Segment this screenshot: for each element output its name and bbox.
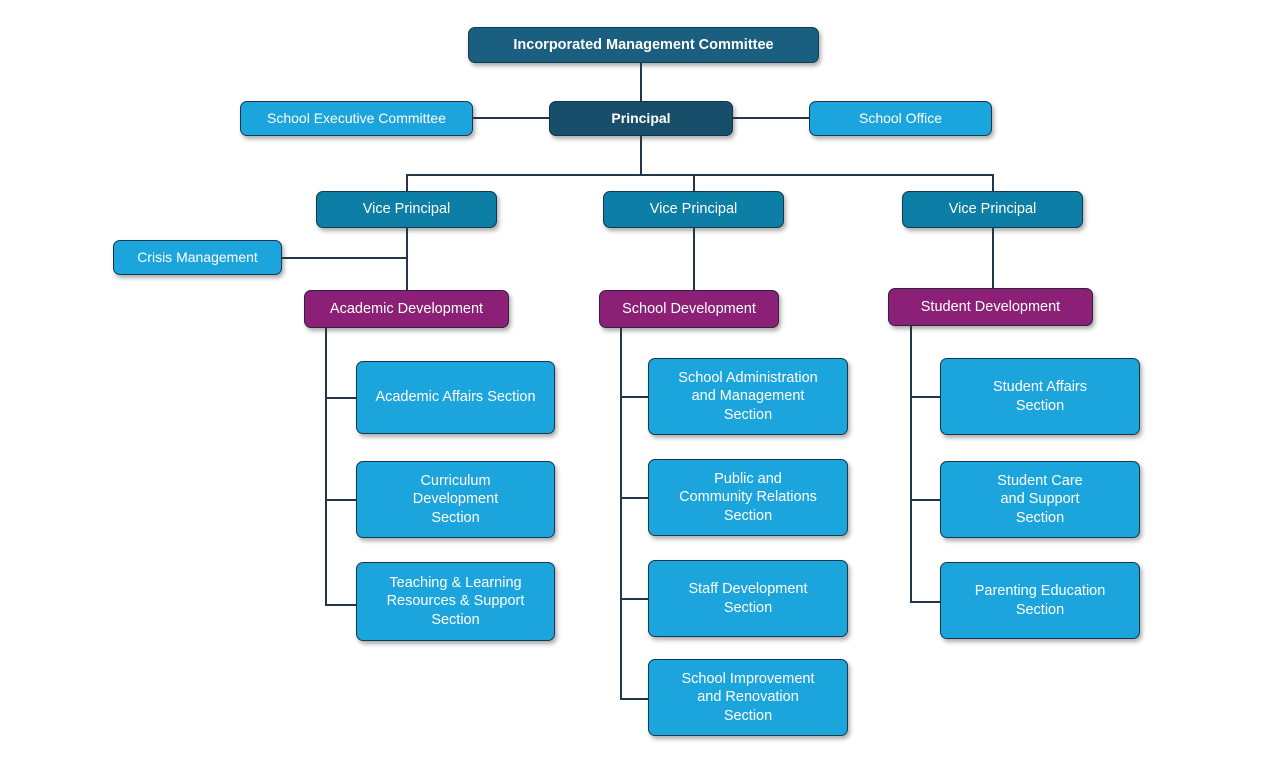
- node-student-care-and-support-section[interactable]: Student Care and Support Section: [940, 461, 1140, 538]
- node-label: Incorporated Management Committee: [513, 36, 774, 53]
- connector-student-branch-2: [910, 499, 941, 501]
- connector-school-development-spine: [620, 327, 622, 700]
- node-label: School Administration and Management Sec…: [678, 370, 818, 423]
- node-label: Principal: [611, 109, 671, 126]
- node-teaching-learning-resources-support-section[interactable]: Teaching & Learning Resources & Support …: [356, 562, 555, 641]
- node-academic-development[interactable]: Academic Development: [304, 290, 509, 328]
- node-label: Student Development: [920, 298, 1061, 315]
- connector-imc-to-principal: [640, 62, 642, 101]
- node-label: Academic Affairs Section: [375, 389, 536, 406]
- node-label: School Executive Committee: [267, 109, 446, 126]
- node-label: Vice Principal: [649, 201, 738, 218]
- connector-crisis-management-to-vp1: [281, 257, 407, 259]
- connector-academic-development-spine: [325, 327, 327, 606]
- node-school-development[interactable]: School Development: [599, 290, 779, 328]
- connector-principal-to-school-office: [732, 117, 810, 119]
- node-label: Vice Principal: [362, 201, 451, 218]
- connector-school-branch-2: [620, 497, 649, 499]
- connector-vp2-to-school-development: [693, 227, 695, 291]
- connector-student-branch-3: [910, 601, 941, 603]
- node-parenting-education-section[interactable]: Parenting Education Section: [940, 562, 1140, 639]
- node-vice-principal-2[interactable]: Vice Principal: [603, 191, 784, 228]
- node-label: Crisis Management: [137, 248, 258, 265]
- node-student-development[interactable]: Student Development: [888, 288, 1093, 326]
- connector-school-branch-3: [620, 598, 649, 600]
- node-school-administration-and-management-section[interactable]: School Administration and Management Sec…: [648, 358, 848, 435]
- node-label: Parenting Education Section: [974, 583, 1106, 618]
- connector-academic-branch-2: [325, 499, 356, 501]
- node-label: Curriculum Development Section: [412, 473, 499, 526]
- connector-school-branch-1: [620, 396, 649, 398]
- node-staff-development-section[interactable]: Staff Development Section: [648, 560, 848, 637]
- node-incorporated-management-committee[interactable]: Incorporated Management Committee: [468, 27, 819, 63]
- node-label: Student Care and Support Section: [997, 473, 1083, 526]
- node-vice-principal-3[interactable]: Vice Principal: [902, 191, 1083, 228]
- connector-principal-down: [640, 135, 642, 175]
- node-label: Student Affairs Section: [992, 379, 1088, 414]
- node-label: School Improvement and Renovation Sectio…: [681, 671, 815, 724]
- node-vice-principal-1[interactable]: Vice Principal: [316, 191, 497, 228]
- connector-vp3-to-student-development: [992, 227, 994, 291]
- node-label: School Office: [858, 109, 942, 126]
- connector-academic-branch-3: [325, 604, 356, 606]
- node-academic-affairs-section[interactable]: Academic Affairs Section: [356, 361, 555, 434]
- connector-vice-principal-bus: [406, 174, 993, 176]
- node-student-affairs-section[interactable]: Student Affairs Section: [940, 358, 1140, 435]
- connector-bus-to-vice-principal-3: [992, 174, 994, 192]
- connector-principal-to-exec-committee: [472, 117, 550, 119]
- connector-academic-branch-1: [325, 397, 356, 399]
- node-label: Academic Development: [329, 300, 484, 317]
- connector-bus-to-vice-principal-2: [693, 174, 695, 192]
- node-label: Staff Development Section: [688, 581, 808, 616]
- connector-school-branch-4: [620, 698, 649, 700]
- connector-bus-to-vice-principal-1: [406, 174, 408, 192]
- node-crisis-management[interactable]: Crisis Management: [113, 240, 282, 275]
- node-school-improvement-and-renovation-section[interactable]: School Improvement and Renovation Sectio…: [648, 659, 848, 736]
- node-label: School Development: [622, 300, 756, 317]
- node-school-executive-committee[interactable]: School Executive Committee: [240, 101, 473, 136]
- node-public-and-community-relations-section[interactable]: Public and Community Relations Section: [648, 459, 848, 536]
- connector-student-branch-1: [910, 396, 941, 398]
- node-label: Teaching & Learning Resources & Support …: [386, 575, 525, 628]
- connector-student-development-spine: [910, 325, 912, 603]
- node-label: Vice Principal: [948, 201, 1037, 218]
- node-curriculum-development-section[interactable]: Curriculum Development Section: [356, 461, 555, 538]
- node-label: Public and Community Relations Section: [679, 471, 817, 524]
- connector-vp1-to-academic-development: [406, 227, 408, 291]
- node-school-office[interactable]: School Office: [809, 101, 992, 136]
- node-principal[interactable]: Principal: [549, 101, 733, 136]
